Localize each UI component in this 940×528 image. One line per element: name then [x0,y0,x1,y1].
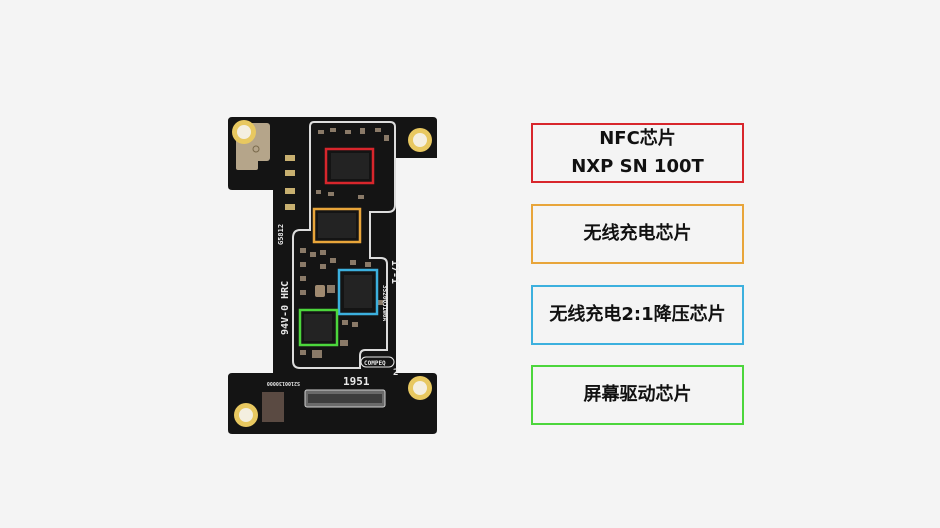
smd-components [300,128,389,358]
board-side-text: 2 [393,368,398,378]
shield-via [252,145,260,153]
label-line: 屏幕驱动芯片 [583,384,692,405]
board-serial-text: S2100130000 [267,380,300,386]
pcb-outline [228,117,437,434]
board-rating-text: 94V-0 HRC [280,281,291,335]
board-revision-text: 17-1 [389,260,400,284]
charge-pump-chip-label: 无线充电2:1降压芯片 [531,285,744,345]
nfc-chip-label: NFC芯片 NXP SN 100T [531,123,744,183]
board-part-text: 3520QJ1W0A [381,285,388,322]
display-driver-chip-highlight [298,308,339,347]
gold-contacts [285,155,295,210]
board-silkscreen-outline [292,121,396,369]
connector-pins [308,394,382,403]
shield-pad-lower [236,150,258,170]
qr-code [262,392,284,422]
board-date-text: 1951 [343,375,370,388]
nfc-chip-highlight [324,147,375,185]
display-driver-chip-label: 屏幕驱动芯片 [531,365,744,425]
maker-badge [360,356,395,368]
charge-pump-chip-highlight [337,268,379,316]
board-maker-text: COMPEQ [364,360,386,367]
label-line: NXP SN 100T [571,156,704,177]
label-line: 无线充电2:1降压芯片 [549,304,726,325]
mounting-holes [232,120,432,427]
wireless-charging-chip-highlight [312,207,362,244]
wireless-charging-chip-label: 无线充电芯片 [531,204,744,264]
label-line: NFC芯片 [599,128,676,149]
label-line: 无线充电芯片 [583,223,692,244]
board-code-text: G5812 [277,224,285,245]
chips [304,153,372,341]
